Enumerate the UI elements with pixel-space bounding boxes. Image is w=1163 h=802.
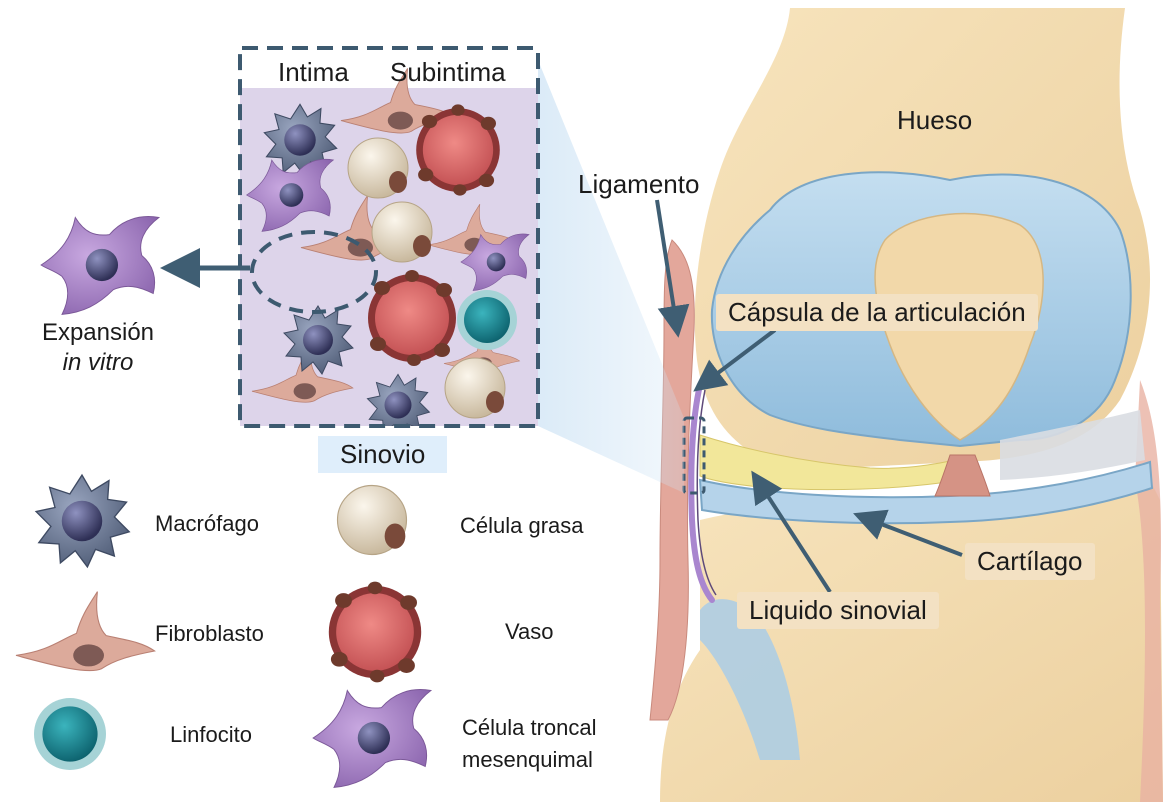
legend-stem-cell-icon [313, 690, 431, 788]
label-synovial-fluid: Liquido sinovial [737, 592, 939, 629]
stem-cell-line-2: mesenquimal [462, 744, 597, 776]
label-intima: Intima [278, 58, 349, 87]
legend-fat-cell-icon [338, 486, 407, 555]
zoom-beam [538, 60, 684, 493]
synovium-panel [240, 48, 538, 436]
expansion-in-vitro: in vitro [63, 349, 134, 376]
legend-label-macrophage: Macrófago [155, 512, 259, 536]
expansion-line-2: in vitro [38, 350, 158, 376]
label-subintima: Subintima [390, 58, 506, 87]
label-ligament: Ligamento [578, 170, 699, 199]
legend-label-stem-cell: Célula troncal mesenquimal [462, 712, 597, 776]
stem-cell-line-1: Célula troncal [462, 712, 597, 744]
label-expansion: Expansión in vitro [38, 320, 158, 377]
panel-lymphocyte [457, 290, 517, 350]
legend-macrophage-icon [36, 475, 129, 567]
expansion-line-1: Expansión [38, 320, 158, 346]
panel-fat-cell [445, 358, 505, 418]
legend-label-fibroblast: Fibroblasto [155, 622, 264, 646]
label-cartilage: Cartílago [965, 543, 1095, 580]
label-capsule: Cápsula de la articulación [716, 294, 1038, 331]
legend-label-vessel: Vaso [505, 620, 554, 644]
label-sinovio: Sinovio [318, 436, 447, 473]
legend-fibroblast-icon [16, 592, 155, 671]
panel-fat-cell [348, 138, 408, 198]
panel-fat-cell [372, 202, 432, 262]
legend-lymphocyte-icon [34, 698, 106, 770]
legend-label-lymphocyte: Linfocito [170, 723, 252, 747]
expanded-stem-cell [41, 217, 159, 315]
legend-vessel-icon [329, 582, 421, 683]
legend-label-fat-cell: Célula grasa [460, 514, 584, 538]
label-bone: Hueso [897, 106, 972, 135]
